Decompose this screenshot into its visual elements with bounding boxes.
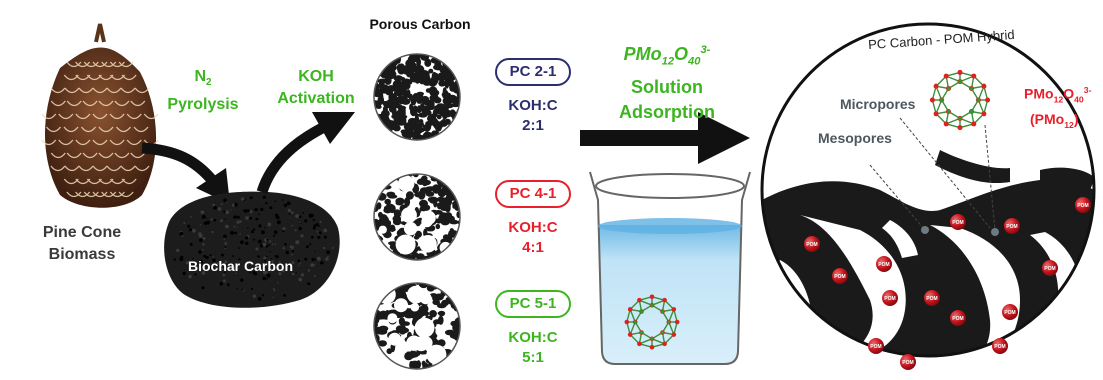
pom-particle xyxy=(832,268,848,284)
pc51-ratio: KOH:C 5:1 xyxy=(495,328,571,368)
svg-text:POM: POM xyxy=(1044,266,1055,272)
svg-text:POM: POM xyxy=(878,262,889,268)
pyrolysis-n: N xyxy=(194,68,207,85)
activation-line1: KOH xyxy=(298,68,334,85)
pom-particle xyxy=(882,290,898,306)
porous-circle-pc21 xyxy=(373,53,461,141)
svg-text:POM: POM xyxy=(884,296,895,302)
pc21-ratio-label: KOH:C xyxy=(508,97,558,114)
biochar-label: Biochar Carbon xyxy=(188,258,294,274)
svg-text:POM: POM xyxy=(1077,203,1088,209)
pc21-badge: PC 2-1 xyxy=(495,58,571,86)
activation-label: KOH Activation xyxy=(254,66,378,110)
svg-text:POM: POM xyxy=(1004,310,1015,316)
biochar-carbon-pile xyxy=(164,191,340,308)
svg-text:POM: POM xyxy=(806,242,817,248)
pom-particle xyxy=(804,236,820,252)
pom-particle xyxy=(876,256,892,272)
pom-particle xyxy=(1004,218,1020,234)
pyrolysis-label: N2 Pyrolysis xyxy=(148,66,258,116)
pom-particle xyxy=(1002,304,1018,320)
biomass-line1: Pine Cone xyxy=(42,224,122,241)
mesopores-label: Mesopores xyxy=(818,130,892,146)
svg-text:POM: POM xyxy=(952,220,963,226)
pom-particle xyxy=(1075,197,1091,213)
pine-cone-image xyxy=(41,23,159,208)
pc41-badge: PC 4-1 xyxy=(495,180,571,208)
activation-line2: Activation xyxy=(277,90,355,107)
svg-text:POM: POM xyxy=(926,296,937,302)
svg-text:POM: POM xyxy=(834,274,845,280)
pom-particle xyxy=(1042,260,1058,276)
adsorption-label: PMo12O403- Solution Adsorption xyxy=(598,38,736,125)
adsorption-line2: Solution xyxy=(631,76,703,97)
svg-text:POM: POM xyxy=(870,344,881,350)
adsorption-line3: Adsorption xyxy=(619,101,715,122)
beaker-image xyxy=(589,171,751,365)
svg-text:POM: POM xyxy=(994,344,1005,350)
biomass-label: Pine Cone Biomass xyxy=(22,222,142,266)
pc51-badge: PC 5-1 xyxy=(495,290,571,318)
pom-particle xyxy=(992,338,1008,354)
pyrolysis-line2: Pyrolysis xyxy=(167,96,239,114)
svg-text:POM: POM xyxy=(1006,224,1017,230)
pc51-ratio-label: KOH:C xyxy=(508,329,558,346)
micropores-label: Micropores xyxy=(840,96,916,112)
pom-particle xyxy=(924,290,940,306)
pom-particle xyxy=(900,354,916,370)
arrow-to-porous xyxy=(256,112,355,194)
pom-particle xyxy=(868,338,884,354)
svg-text:POM: POM xyxy=(952,316,963,322)
pyrolysis-sub: 2 xyxy=(206,77,212,89)
pc21-ratio: KOH:C 2:1 xyxy=(495,96,571,136)
pc41-ratio-label: KOH:C xyxy=(508,219,558,236)
porous-circle-pc51 xyxy=(373,282,461,370)
pc41-ratio-value: 4:1 xyxy=(522,239,544,256)
pc41-ratio: KOH:C 4:1 xyxy=(495,218,571,258)
hybrid-circle: POM POM POM POM POM POM POM POM POM POM POM POM POM P… xyxy=(760,22,1096,370)
porous-carbon-title: Porous Carbon xyxy=(369,16,471,32)
pc51-ratio-value: 5:1 xyxy=(522,349,544,366)
biomass-line2: Biomass xyxy=(48,246,116,263)
pom-particle xyxy=(950,214,966,230)
pc21-ratio-value: 2:1 xyxy=(522,117,544,134)
pom-particle xyxy=(950,310,966,326)
porous-circle-pc41 xyxy=(373,173,461,261)
arrow-to-hybrid xyxy=(580,112,750,164)
adsorption-formula: PMo12O403- xyxy=(623,44,711,68)
svg-text:POM: POM xyxy=(902,360,913,366)
pom-formula-label: PMo12O403- (PMo12) xyxy=(1024,85,1092,131)
